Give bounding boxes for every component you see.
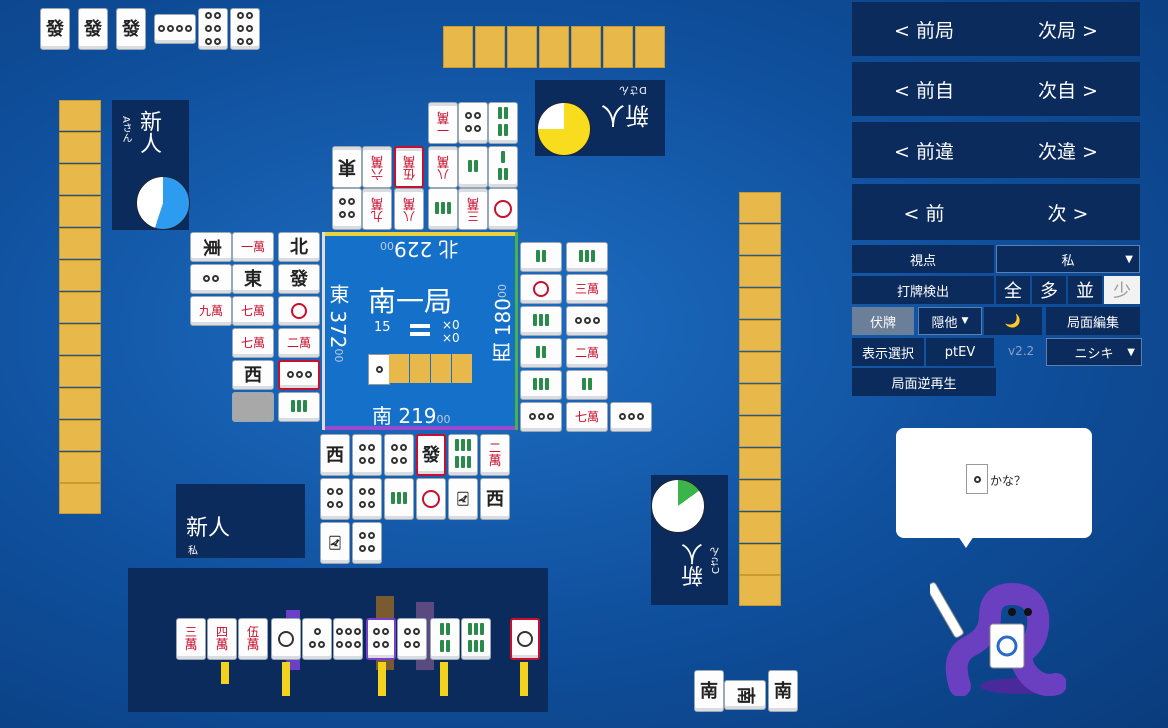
- hatsu-tile: 發: [40, 8, 70, 50]
- hand-tile[interactable]: [397, 618, 427, 660]
- next-diff-button[interactable]: 次違 >: [1038, 140, 1098, 163]
- chevron-down-icon: ▼: [1127, 346, 1135, 358]
- viewpoint-label: 視点: [852, 245, 994, 273]
- hand-tile[interactable]: 四萬: [207, 618, 237, 660]
- right-wall: [739, 192, 783, 606]
- wind-tile: 南: [768, 670, 798, 712]
- player-tag: Aさん: [120, 116, 131, 143]
- version-label: v2.2: [1008, 344, 1035, 358]
- east-score: 東 37200: [326, 284, 350, 363]
- center-board: 北 22900 東 37200 西 18000 南 21900 南一局 15 ×…: [322, 232, 518, 430]
- my-discards: 西 發 二萬 🀐 西 🀐: [320, 434, 512, 566]
- night-mode-button[interactable]: 🌙: [984, 307, 1042, 335]
- pin-tile: [230, 8, 260, 50]
- prev-round-button[interactable]: < 前局: [894, 19, 954, 42]
- player-name: 新人: [186, 516, 231, 541]
- wind-tile: 南: [724, 680, 766, 710]
- wind-meld: 南 南 南: [694, 670, 802, 714]
- discard-detect-label: 打牌検出: [852, 276, 994, 304]
- hand-tile[interactable]: [461, 618, 491, 660]
- player-name: 新人: [601, 101, 649, 129]
- filter-few-button[interactable]: 少: [1104, 276, 1140, 304]
- stick-icon: [410, 324, 430, 338]
- player-panel-top: 新人 Dさん: [535, 80, 665, 156]
- right-discards: 三萬 二萬 七萬: [520, 242, 652, 434]
- player-tag: Dさん: [619, 84, 647, 95]
- player-panel-right: 新人 Cさん: [651, 475, 728, 605]
- filter-many-button[interactable]: 多: [1032, 276, 1066, 304]
- hatsu-tile: 發: [78, 8, 108, 50]
- pin-tile: [154, 14, 196, 44]
- hand-tile[interactable]: [366, 618, 396, 660]
- wind-tile: 南: [694, 670, 724, 712]
- prev-diff-button[interactable]: < 前違: [894, 140, 954, 163]
- hatsu-tile: 發: [116, 8, 146, 50]
- hand-tile-drawn[interactable]: [510, 618, 540, 660]
- thinking-pie-top: [537, 102, 591, 156]
- hidden-select[interactable]: 隠他▼: [918, 307, 982, 335]
- thinking-pie-left: [136, 176, 190, 230]
- bubble-tile-icon: [966, 464, 988, 494]
- north-score: 北 22900: [380, 237, 459, 261]
- player-name: 新人: [136, 110, 161, 154]
- chevron-down-icon: ▼: [961, 316, 969, 326]
- pin-tile: [198, 8, 228, 50]
- speech-bubble: かな？: [896, 428, 1092, 548]
- self-nav: < 前自 次自 >: [852, 62, 1140, 116]
- player-panel-left: 新人 Aさん: [112, 100, 190, 230]
- round-nav: < 前局 次局 >: [852, 2, 1140, 56]
- model-select[interactable]: ニシキ▼: [1046, 338, 1142, 366]
- next-self-button[interactable]: 次自 >: [1038, 79, 1098, 102]
- left-wall: [59, 100, 103, 514]
- left-discards: 東 一萬 北 東 發 九萬 七萬 七萬 二萬 西: [190, 232, 320, 422]
- diff-nav: < 前違 次違 >: [852, 122, 1140, 178]
- hand-tile[interactable]: [430, 618, 460, 660]
- honba-count: 15: [374, 320, 391, 335]
- prev-self-button[interactable]: < 前自: [894, 79, 954, 102]
- moon-icon: 🌙: [1004, 313, 1022, 329]
- player-name: 新人: [682, 543, 707, 587]
- hand-tile[interactable]: [333, 618, 363, 660]
- speech-text: かな？: [990, 474, 1027, 488]
- display-select-button[interactable]: 表示選択: [852, 338, 924, 366]
- player-panel-me: 新人 私: [176, 484, 305, 558]
- west-score: 西 18000: [491, 284, 515, 363]
- chevron-down-icon: ▼: [1125, 253, 1133, 265]
- ptev-button[interactable]: ptEV: [926, 338, 994, 366]
- step-nav: < 前 次 >: [852, 184, 1140, 240]
- honba-sticks: ×0: [442, 331, 460, 345]
- hand-tile[interactable]: 伍萬: [238, 618, 268, 660]
- player-tag: Cさん: [711, 547, 722, 574]
- filter-all-button[interactable]: 全: [996, 276, 1030, 304]
- thinking-pie-right: [651, 479, 705, 533]
- snake-mascot-icon: [926, 576, 1067, 697]
- dora-indicators: [368, 354, 472, 385]
- north-meld-tiles: 發 發 發: [40, 8, 262, 52]
- hidden-tiles-button[interactable]: 伏牌: [852, 307, 914, 335]
- player-tag: 私: [188, 546, 198, 557]
- round-label: 南一局: [368, 285, 453, 318]
- next-round-button[interactable]: 次局 >: [1038, 19, 1098, 42]
- hand-tile[interactable]: [302, 618, 332, 660]
- edit-position-button[interactable]: 局面編集: [1046, 307, 1140, 335]
- my-hand[interactable]: 三萬 四萬 伍萬: [176, 618, 542, 664]
- reverse-replay-button[interactable]: 局面逆再生: [852, 368, 996, 396]
- riichi-sticks: ×0: [442, 318, 460, 332]
- top-discards: 一萬 東 六萬 伍萬 八萬 九萬 八萬 三萬: [332, 100, 522, 232]
- south-score: 南 21900: [372, 404, 451, 428]
- top-wall: [443, 26, 667, 70]
- viewpoint-select[interactable]: 私▼: [996, 245, 1140, 273]
- prev-button[interactable]: < 前: [903, 202, 945, 225]
- filter-sort-button[interactable]: 並: [1068, 276, 1102, 304]
- hand-tile[interactable]: 三萬: [176, 618, 206, 660]
- next-button[interactable]: 次 >: [1047, 202, 1089, 225]
- hand-tile[interactable]: [271, 618, 301, 660]
